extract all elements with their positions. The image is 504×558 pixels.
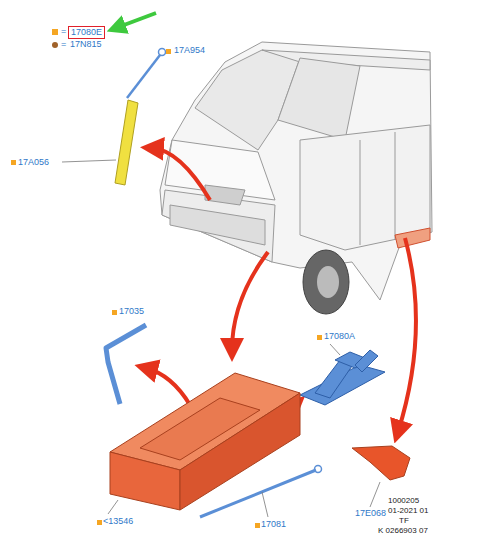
part-number: 17N815 [70, 39, 102, 50]
rod [127, 55, 160, 98]
wheel-hub [317, 266, 339, 298]
part-number: 17080E [71, 27, 102, 38]
part-number: 17080A [324, 331, 355, 342]
equals-sign: = [61, 26, 66, 37]
wheel-brace [115, 100, 138, 185]
tool-bag [352, 446, 410, 480]
part-number: 17A954 [174, 45, 205, 56]
wheel [303, 250, 349, 314]
reference-code: 01-2021 01 [388, 506, 428, 516]
part-number: 17035 [119, 306, 144, 317]
reference-code: TF [399, 516, 409, 526]
jack-handle [200, 470, 316, 517]
equals-sign: = [61, 39, 66, 50]
van-outline [160, 42, 432, 300]
part-number: 17E068 [355, 508, 386, 519]
wrench [106, 325, 146, 404]
reference-code: K 0266903 07 [378, 526, 428, 536]
highlighted-part-box: 17080E [68, 26, 105, 39]
part-number: 17081 [261, 519, 286, 530]
part-number: <13546 [103, 516, 133, 527]
part-marker [52, 29, 58, 35]
part-dot [52, 42, 58, 48]
reference-code: 1000205 [388, 496, 419, 506]
jack [300, 350, 385, 405]
part-number: 17A056 [18, 157, 49, 168]
pointer-arrow [116, 13, 156, 28]
